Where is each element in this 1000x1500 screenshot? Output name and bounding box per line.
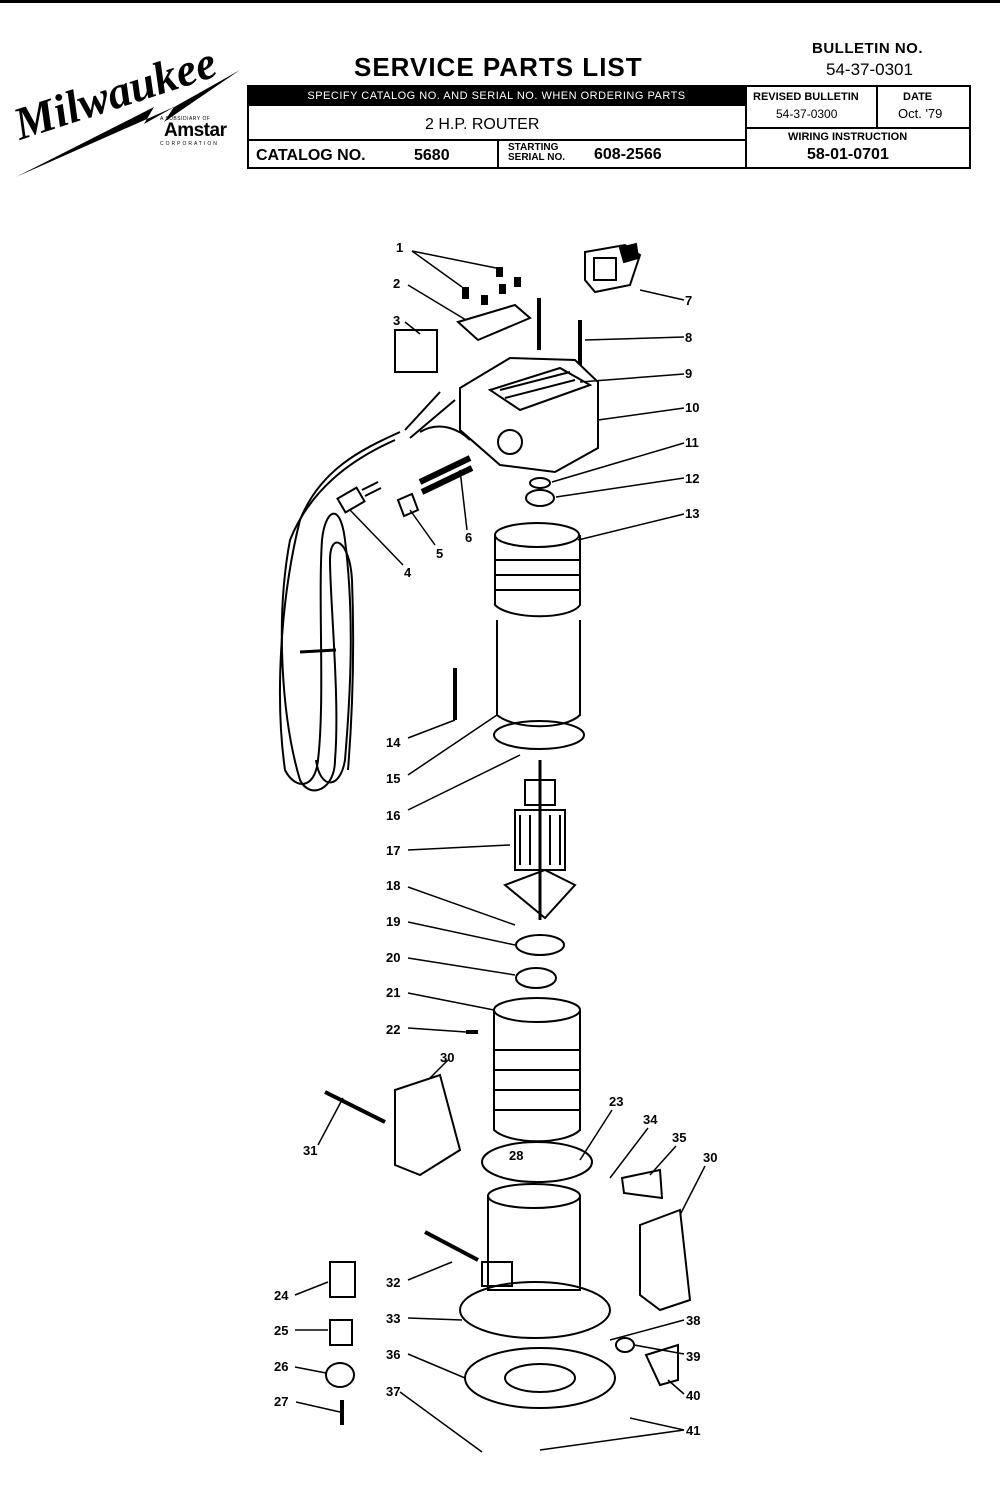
revised-label: REVISED BULLETIN [753, 91, 859, 103]
divider [876, 86, 878, 128]
subsidiary-text: A SUBSIDIARY OF [160, 116, 211, 122]
callout: 2 [393, 276, 400, 291]
callout: 7 [685, 293, 692, 308]
callout: 33 [386, 1311, 400, 1326]
top-rule [0, 0, 1000, 3]
callout: 19 [386, 914, 400, 929]
bearing-top [525, 489, 555, 507]
callout: 21 [386, 985, 400, 1000]
spring-washer [529, 477, 551, 489]
callout: 27 [274, 1394, 288, 1409]
bulletin-number: 54-37-0301 [826, 60, 913, 79]
wiring-number: 58-01-0701 [807, 146, 889, 163]
callout: 37 [386, 1384, 400, 1399]
divider [745, 127, 971, 129]
date-value: Oct. '79 [898, 106, 943, 121]
cord-protector [418, 455, 474, 495]
callout: 6 [465, 530, 472, 545]
page-title: SERVICE PARTS LIST [354, 52, 643, 82]
lower-bearing [515, 967, 557, 989]
callout: 8 [685, 330, 692, 345]
catalog-number: 5680 [414, 147, 450, 164]
callout: 22 [386, 1022, 400, 1037]
product-name: 2 H.P. ROUTER [425, 116, 540, 133]
collet-nut [325, 1362, 355, 1388]
callout: 32 [386, 1275, 400, 1290]
bulletin-label: BULLETIN NO. [812, 40, 923, 57]
power-cord [279, 391, 471, 792]
handle-housing [459, 356, 599, 474]
callout: 16 [386, 808, 400, 823]
collet [329, 1319, 353, 1346]
revised-number: 54-37-0300 [776, 107, 838, 121]
motor-housing [493, 620, 585, 750]
callout: 10 [685, 400, 699, 415]
router-base [459, 1183, 611, 1339]
serial-number: 608-2566 [594, 146, 662, 163]
clamp-bolt [424, 1230, 479, 1262]
collet-arbor [329, 1261, 356, 1298]
knob-stem [615, 1337, 635, 1353]
thrust-washer [515, 934, 565, 956]
label-plate [394, 329, 438, 373]
callout: 23 [609, 1094, 623, 1109]
callout: 15 [386, 771, 400, 786]
callout: 1 [396, 240, 403, 255]
switch [584, 242, 642, 294]
callout: 26 [274, 1359, 288, 1374]
callout: 25 [274, 1323, 288, 1338]
amstar-logo: Amstar [164, 120, 227, 141]
cover-plate [456, 303, 532, 342]
order-note: SPECIFY CATALOG NO. AND SERIAL NO. WHEN … [247, 86, 746, 106]
callout: 34 [643, 1112, 658, 1127]
armature [503, 760, 577, 920]
adjustment-ring [481, 1141, 593, 1183]
callout: 39 [686, 1349, 700, 1364]
callout: 30 [703, 1150, 717, 1165]
callout: 30 [440, 1050, 454, 1065]
callout: 12 [685, 471, 699, 486]
callout: 20 [386, 950, 400, 965]
field-assembly [494, 522, 581, 618]
handle-left [394, 1073, 462, 1177]
callout: 14 [386, 735, 401, 750]
strain-relief [396, 492, 420, 518]
divider [497, 139, 499, 169]
callout: 13 [685, 506, 699, 521]
callout: 40 [686, 1388, 700, 1403]
wiring-label: WIRING INSTRUCTION [788, 131, 908, 143]
callout: 41 [686, 1423, 700, 1438]
screws [462, 267, 582, 372]
callout: 9 [685, 366, 692, 381]
bearing-housing [493, 997, 581, 1143]
callout: 5 [436, 546, 443, 561]
divider [247, 139, 746, 141]
callout: 28 [509, 1148, 523, 1163]
callout: 35 [672, 1130, 686, 1145]
sub-base [464, 1347, 616, 1409]
callout: 31 [303, 1143, 317, 1158]
callout: 11 [685, 435, 699, 450]
callout: 17 [386, 843, 400, 858]
nameplate-35 [620, 1168, 664, 1200]
clamp-knob [644, 1343, 679, 1387]
date-label: DATE [903, 91, 933, 103]
corporation-text: CORPORATION [160, 141, 219, 147]
callout: 4 [404, 565, 412, 580]
callout: 36 [386, 1347, 400, 1362]
callout: 24 [274, 1288, 289, 1303]
catalog-label: CATALOG NO. [256, 147, 366, 164]
callout: 18 [386, 878, 400, 893]
milwaukee-logo: Milwaukee [14, 52, 240, 177]
handle-right [639, 1208, 692, 1312]
callout: 38 [686, 1313, 700, 1328]
handle-bolt [324, 1090, 386, 1124]
callout: 3 [393, 313, 400, 328]
